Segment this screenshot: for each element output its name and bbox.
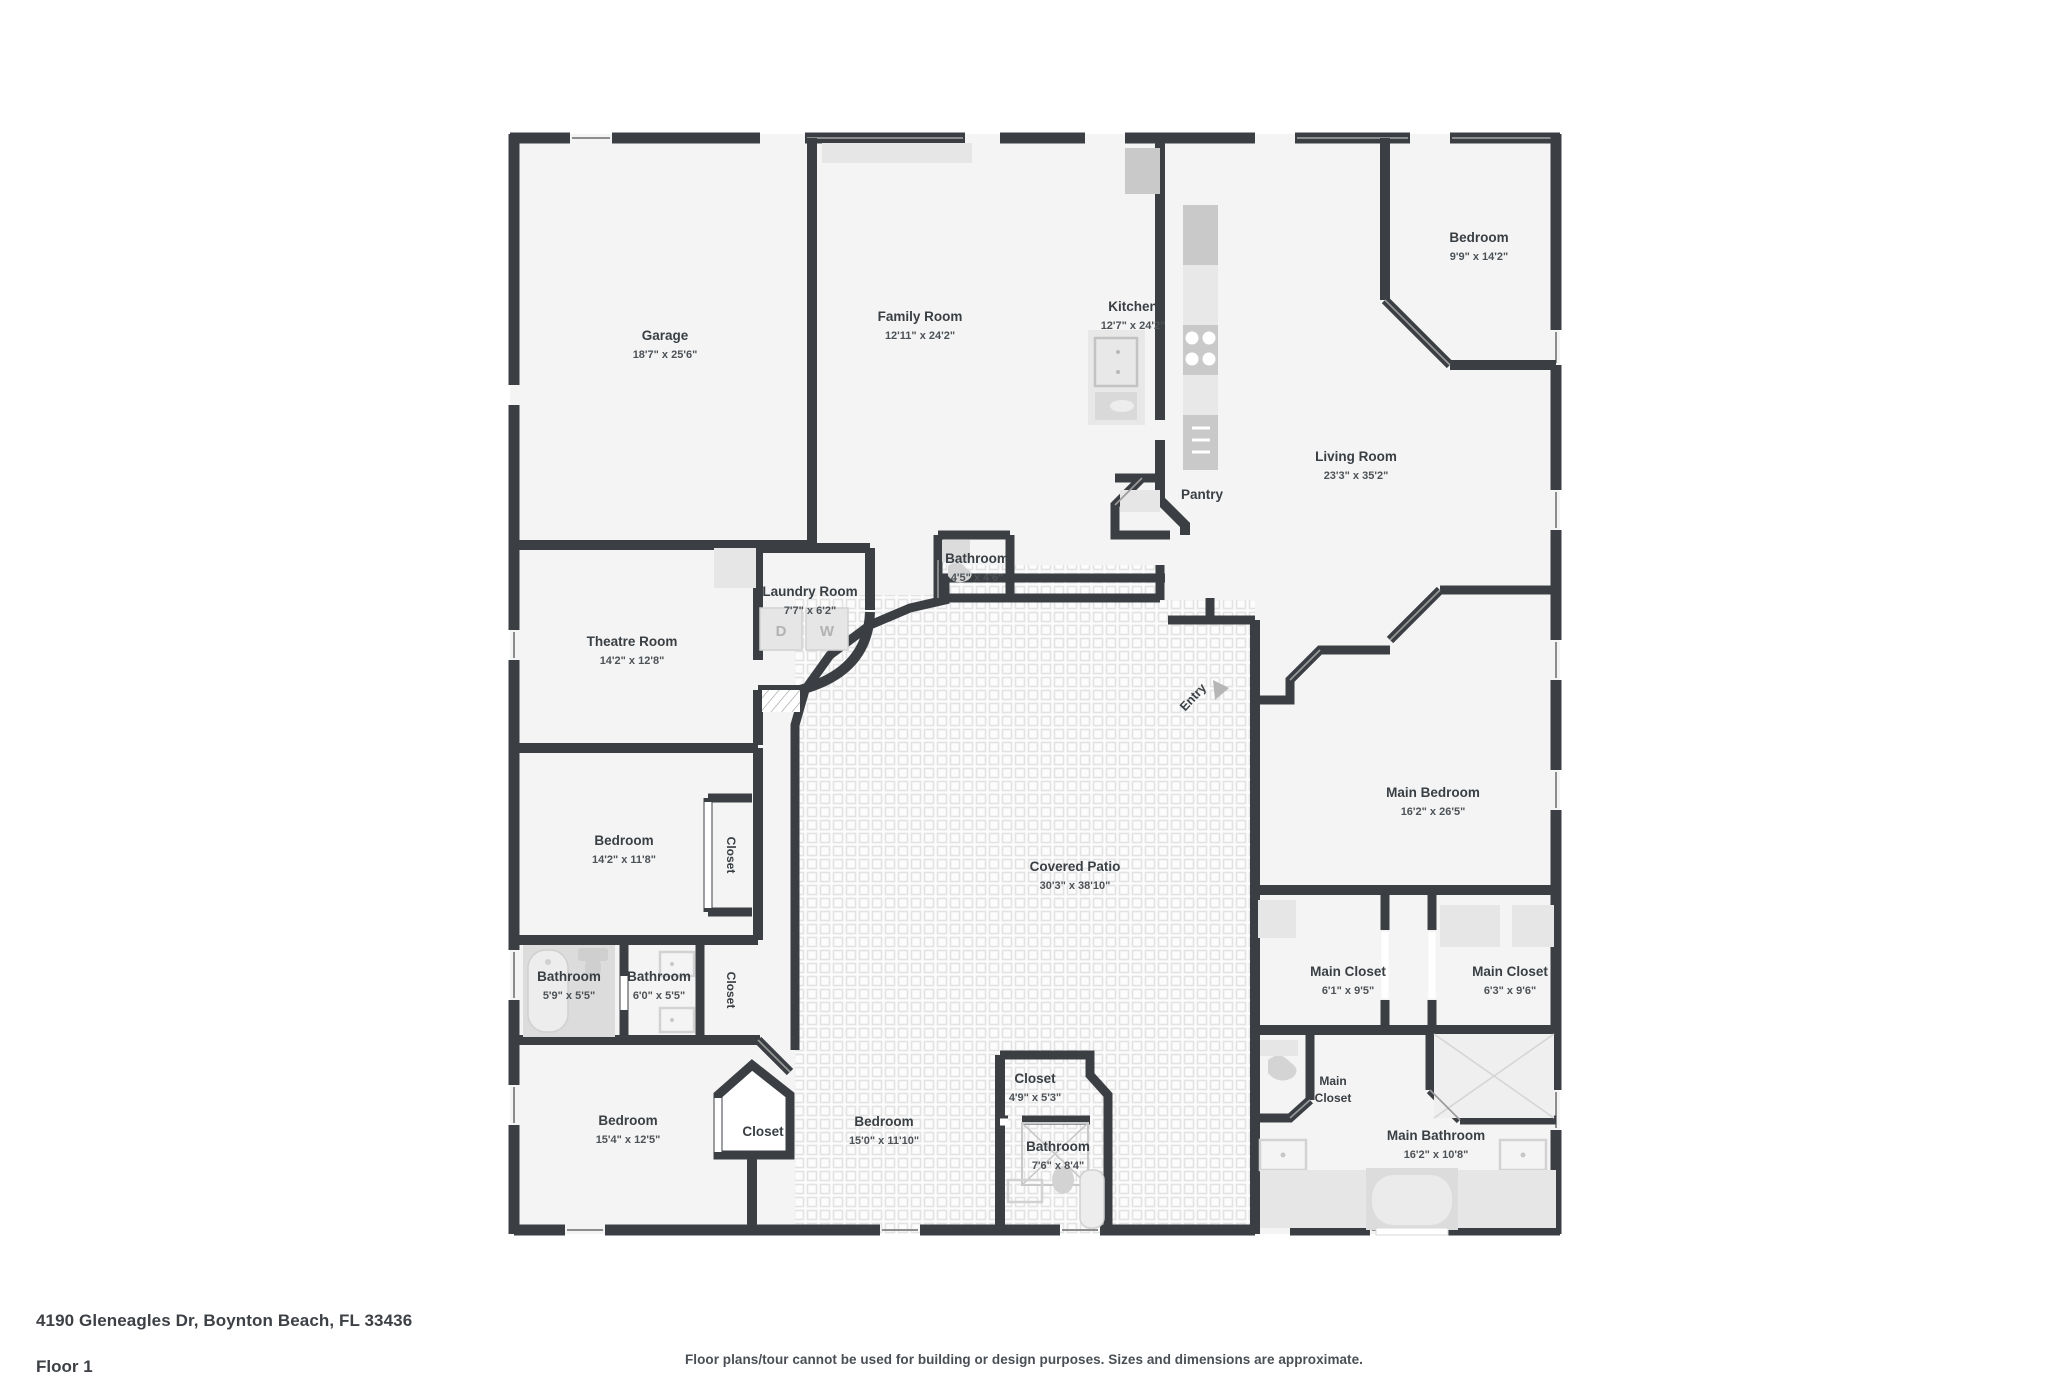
fixtures: D W [523,143,1556,1236]
room-labels: Garage 18'7" x 25'6" Family Room 12'11" x 2… [537,230,1548,1172]
room-name: Closet [724,837,738,874]
room-label-covered-patio: Covered Patio 30'3" x 38'10" [1030,859,1121,892]
room-dimensions: 6'3" x 9'6" [1484,985,1536,997]
washer-label: W [820,623,835,640]
room-label-closet-s: Closet [742,1124,784,1139]
room-name: Closet [742,1124,784,1139]
room-label-closet-sw: Closet [724,972,738,1009]
room-label-main-bathroom: Main Bathroom 16'2" x 10'8" [1387,1128,1485,1161]
room-dimensions: 15'4" x 12'5" [596,1134,661,1146]
room-dimensions: 9'9" x 14'2" [1450,251,1508,263]
room-name: Closet [1315,1091,1352,1105]
room-fills [510,134,1560,1234]
room-label-living-room: Living Room 23'3" x 35'2" [1315,449,1397,482]
doors [757,299,1461,1121]
room-label-bedroom-s: Bedroom 15'0" x 11'10" [849,1114,919,1147]
room-dimensions: 7'7" x 6'2" [784,605,836,617]
room-name: Garage [642,328,689,343]
room-dimensions: 7'6" x 8'4" [1032,1160,1084,1172]
room-name: Closet [724,972,738,1009]
room-dimensions: 6'1" x 9'5" [1322,985,1374,997]
room-dimensions: 4'5" x 4'6" [951,572,1003,584]
room-label-bathroom-sw2: Bathroom 6'0" x 5'5" [627,969,691,1002]
room-name: Laundry Room [762,584,857,599]
room-label-main-closet-2: Main Closet 6'3" x 9'6" [1472,964,1548,997]
room-label-bathroom-sw1: Bathroom 5'9" x 5'5" [537,969,601,1002]
room-name: Main [1319,1074,1346,1088]
room-name: Main Closet [1310,964,1386,979]
room-dimensions: 16'2" x 10'8" [1404,1149,1469,1161]
room-dimensions: 12'7" x 24'2" [1101,320,1166,332]
room-name: Pantry [1181,487,1224,502]
room-dimensions: 6'0" x 5'5" [633,990,685,1002]
room-label-main-bedroom: Main Bedroom 16'2" x 26'5" [1386,785,1480,818]
room-label-kitchen: Kitchen 12'7" x 24'2" [1101,299,1166,332]
room-name: Family Room [878,309,963,324]
room-label-bathroom-s: Bathroom 7'6" x 8'4" [1026,1139,1090,1172]
room-name: Bathroom [627,969,691,984]
room-dimensions: 30'3" x 38'10" [1040,880,1111,892]
room-label-pantry: Pantry [1181,487,1224,502]
room-label-bedroom-ne: Bedroom 9'9" x 14'2" [1449,230,1508,263]
room-dimensions: 14'2" x 12'8" [600,655,665,667]
room-label-theatre-room: Theatre Room 14'2" x 12'8" [587,634,678,667]
room-name: Theatre Room [587,634,678,649]
room-name: Bathroom [537,969,601,984]
room-name: Bathroom [945,551,1009,566]
room-name: Closet [1014,1071,1056,1086]
room-label-bedroom-sw: Bedroom 15'4" x 12'5" [596,1113,661,1146]
walls [508,132,1562,1236]
room-name: Bedroom [598,1113,657,1128]
room-dimensions: 15'0" x 11'10" [849,1135,919,1147]
room-dimensions: 12'11" x 24'2" [885,330,955,342]
footer-disclaimer: Floor plans/tour cannot be used for buil… [685,1352,1363,1367]
room-name: Bathroom [1026,1139,1090,1154]
room-label-closet-w: Closet [724,837,738,874]
room-name: Kitchen [1108,299,1158,314]
room-dimensions: 5'9" x 5'5" [543,990,595,1002]
room-name: Bedroom [854,1114,913,1129]
room-name: Main Bathroom [1387,1128,1485,1143]
room-label-bathroom-hall: Bathroom 4'5" x 4'6" [945,551,1009,584]
room-dimensions: 14'2" x 11'8" [592,854,656,866]
room-name: Living Room [1315,449,1397,464]
room-name: Main Bedroom [1386,785,1480,800]
room-name: Bedroom [594,833,653,848]
room-label-family-room: Family Room 12'11" x 24'2" [878,309,963,342]
room-dimensions: 18'7" x 25'6" [633,349,698,361]
dryer-label: D [776,623,787,640]
room-name: Bedroom [1449,230,1508,245]
room-label-closet-sc: Closet 4'9" x 5'3" [1009,1071,1061,1104]
room-dimensions: 16'2" x 26'5" [1401,806,1466,818]
room-label-laundry-room: Laundry Room 7'7" x 6'2" [762,584,857,617]
room-label-bedroom-w: Bedroom 14'2" x 11'8" [592,833,656,866]
door-openings [620,802,1436,1152]
room-label-main-closet-1: Main Closet 6'1" x 9'5" [1310,964,1386,997]
room-dimensions: 23'3" x 35'2" [1324,470,1389,482]
room-dimensions: 4'9" x 5'3" [1009,1092,1061,1104]
room-name: Covered Patio [1030,859,1121,874]
room-name: Main Closet [1472,964,1548,979]
footer-address: 4190 Gleneagles Dr, Boynton Beach, FL 33… [36,1311,413,1330]
room-label-garage: Garage 18'7" x 25'6" [633,328,698,361]
